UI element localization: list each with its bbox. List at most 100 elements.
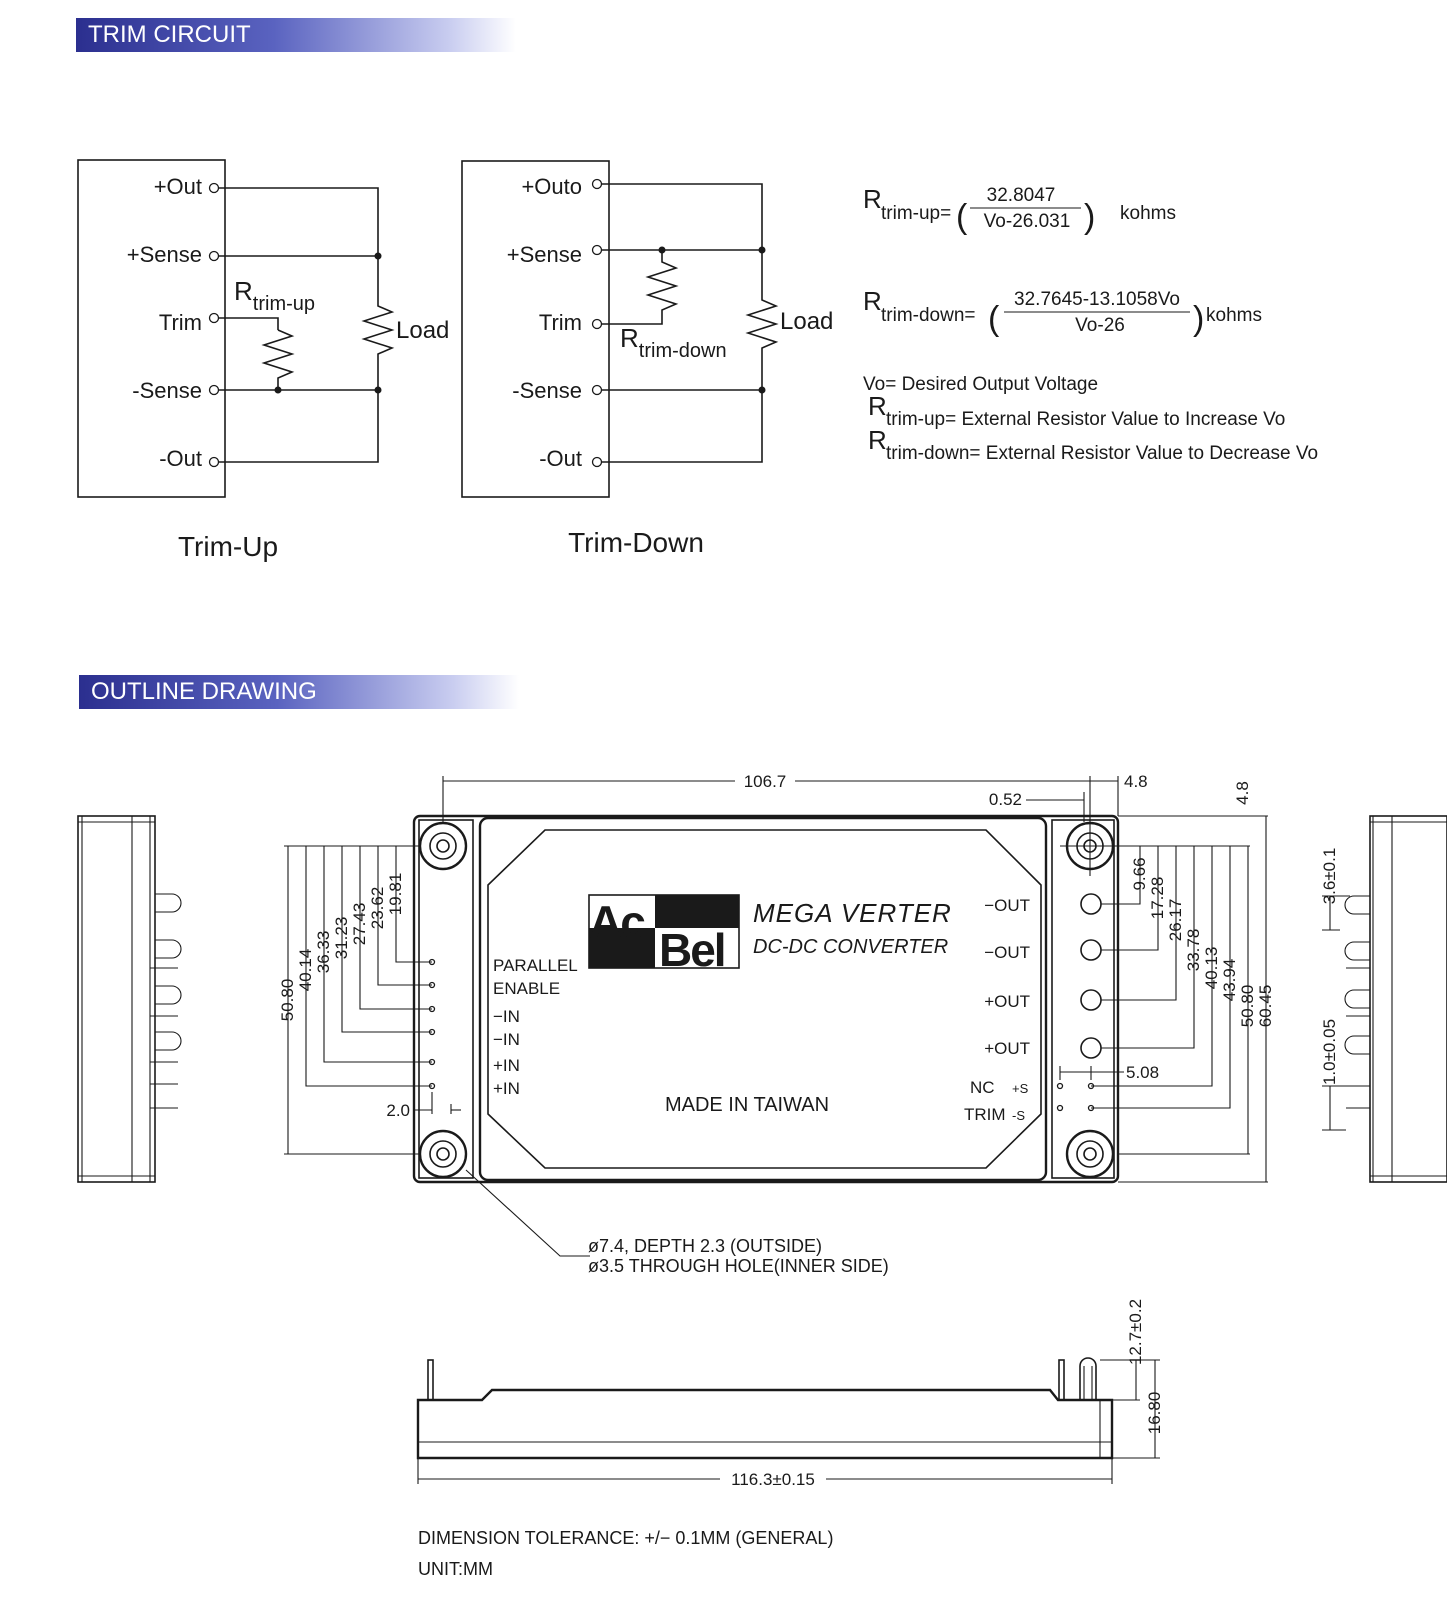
svg-text:43.94: 43.94	[1220, 959, 1239, 1002]
svg-text:23.62: 23.62	[368, 887, 387, 930]
front-view: 116.3±0.15 12.7±0.2 16.80	[416, 1299, 1164, 1489]
dim-width: 106.7	[744, 772, 787, 791]
svg-text:trim-down=: trim-down=	[881, 305, 976, 326]
dim-pin-spacing: 5.08	[1126, 1063, 1159, 1082]
dim-right-top: 4.8	[1233, 781, 1252, 805]
dim-left-small: 2.0	[386, 1101, 410, 1120]
trim-up-load-label: Load	[396, 317, 449, 344]
pin-label-in-pos-1: +IN	[493, 1056, 520, 1075]
trim-down-resistor	[645, 250, 679, 312]
note-r-up-symbol: R	[868, 391, 887, 421]
module-front-body	[416, 1388, 1114, 1460]
svg-text:R: R	[863, 184, 882, 214]
svg-text:32.8047: 32.8047	[987, 185, 1056, 206]
svg-text:40.13: 40.13	[1202, 947, 1221, 990]
svg-text:26.17: 26.17	[1166, 899, 1185, 942]
pin-label-out-neg-2: −OUT	[984, 943, 1030, 962]
svg-text:40.14: 40.14	[296, 949, 315, 992]
pin-label-enable: ENABLE	[493, 979, 560, 998]
trim-up-module-box	[77, 159, 226, 498]
trim-down-circuit: +Outo +Sense Trim -Sense -Out Rtrim-down…	[461, 160, 833, 558]
dim-pitch: 4.8	[1124, 772, 1148, 791]
trim-up-pin-trim: Trim	[159, 310, 202, 335]
trim-up-pin-out-neg: -Out	[159, 446, 202, 471]
trim-down-load-resistor	[745, 250, 779, 390]
trim-up-resistor-label: Rtrim-up	[234, 276, 315, 315]
pin-label-out-pos-2: +OUT	[984, 1039, 1030, 1058]
pin-label-parallel: PARALLEL	[493, 956, 578, 975]
dim-side-pin: 1.0±0.05	[1320, 1019, 1339, 1085]
pin-label-out-neg-1: −OUT	[984, 896, 1030, 915]
dim-offset: 0.52	[989, 790, 1022, 809]
hole-note-line2: ø3.5 THROUGH HOLE(INNER SIDE)	[588, 1256, 889, 1276]
top-dimensions: 106.7 4.8 0.52 4.8	[442, 772, 1268, 847]
svg-text:50.80: 50.80	[278, 979, 297, 1022]
logo-bel: Bel	[659, 924, 725, 976]
trim-up-resistor	[261, 329, 295, 390]
vo-definition: Vo= Desired Output Voltage	[863, 374, 1098, 395]
label-plate	[487, 829, 1042, 1169]
left-dimensions: 50.80 40.14 36.33 31.23 27.43 23.62 19.8…	[278, 845, 461, 1155]
svg-text:Vo-26: Vo-26	[1075, 315, 1125, 336]
svg-text:33.78: 33.78	[1184, 929, 1203, 972]
svg-text:Vo-26.031: Vo-26.031	[984, 211, 1071, 232]
trim-down-pin-out-pos: +Outo	[521, 174, 582, 199]
left-side-view	[77, 815, 182, 1183]
module-outline	[412, 814, 1120, 1184]
trim-down-module-box	[461, 160, 610, 498]
svg-text:32.7645-13.1058Vo: 32.7645-13.1058Vo	[1014, 289, 1180, 310]
trim-up-pin-sense-pos: +Sense	[127, 242, 202, 267]
svg-text:): )	[1193, 300, 1204, 338]
unit-note: UNIT:MM	[418, 1559, 493, 1579]
trim-down-formula: R trim-down= ( 32.7645-13.1058Vo Vo-26 )…	[863, 286, 1262, 338]
pin-label-nc: NC	[970, 1078, 995, 1097]
trim-circuit-heading: TRIM CIRCUIT	[76, 18, 516, 52]
svg-text:17.28: 17.28	[1148, 877, 1167, 920]
pin-label-in-pos-2: +IN	[493, 1079, 520, 1098]
trim-up-load-resistor	[361, 256, 395, 390]
logo-ac: Ac	[589, 896, 645, 948]
trim-down-pin-out-neg: -Out	[539, 446, 582, 471]
pin-label-out-pos-1: +OUT	[984, 992, 1030, 1011]
hole-note: ø7.4, DEPTH 2.3 (OUTSIDE) ø3.5 THROUGH H…	[465, 1169, 889, 1276]
pin-label-in-neg-1: −IN	[493, 1007, 520, 1026]
right-side-view: 3.6±0.1 1.0±0.05	[1320, 815, 1447, 1183]
trim-down-pin-trim: Trim	[539, 310, 582, 335]
trim-up-pin-out-pos: +Out	[154, 174, 202, 199]
trim-down-load-label: Load	[780, 308, 833, 335]
acbel-logo: Ac Bel	[588, 894, 740, 976]
trim-down-resistor-label: Rtrim-down	[620, 323, 727, 362]
top-view: Ac Bel MEGA VERTER DC-DC CONVERTER MADE …	[412, 814, 1120, 1184]
svg-text:50.80: 50.80	[1238, 985, 1257, 1028]
svg-text:27.43: 27.43	[350, 903, 369, 946]
note-trim-down: trim-down= External Resistor Value to De…	[886, 443, 1318, 464]
right-dimensions: 60.45 50.80 43.94 40.13 33.78 26.17 17.2…	[1059, 816, 1275, 1183]
outline-drawing-heading: OUTLINE DRAWING	[79, 675, 519, 709]
dim-side-top: 3.6±0.1	[1320, 848, 1339, 905]
svg-text:trim-up=: trim-up=	[881, 203, 951, 224]
trim-down-caption: Trim-Down	[568, 527, 704, 558]
trim-down-pin-sense-neg: -Sense	[512, 378, 582, 403]
tolerance-note: DIMENSION TOLERANCE: +/− 0.1MM (GENERAL)	[418, 1528, 833, 1548]
svg-text:60.45: 60.45	[1256, 985, 1275, 1028]
trim-up-pin-sense-neg: -Sense	[132, 378, 202, 403]
made-in-label: MADE IN TAIWAN	[665, 1094, 829, 1116]
svg-text:): )	[1084, 198, 1095, 236]
product-subtitle: DC-DC CONVERTER	[753, 936, 948, 958]
svg-text:19.81: 19.81	[386, 873, 405, 916]
pin-label-minus-s: -S	[1012, 1108, 1025, 1123]
dim-length: 116.3±0.15	[731, 1470, 815, 1489]
dim-body-height: 16.80	[1145, 1392, 1164, 1435]
hole-note-line1: ø7.4, DEPTH 2.3 (OUTSIDE)	[588, 1236, 822, 1256]
svg-text:R: R	[863, 286, 882, 316]
pin-label-plus-s: +S	[1012, 1081, 1029, 1096]
note-trim-up: trim-up= External Resistor Value to Incr…	[886, 409, 1285, 430]
svg-text:kohms: kohms	[1206, 305, 1262, 326]
svg-text:(: (	[956, 198, 968, 236]
trim-formulas: R trim-up= ( 32.8047 Vo-26.031 ) kohms R…	[863, 184, 1318, 464]
pin-label-trim: TRIM	[964, 1105, 1006, 1124]
svg-text:kohms: kohms	[1120, 203, 1176, 224]
dim-pin-height: 12.7±0.2	[1126, 1299, 1145, 1365]
trim-up-caption: Trim-Up	[178, 531, 278, 562]
